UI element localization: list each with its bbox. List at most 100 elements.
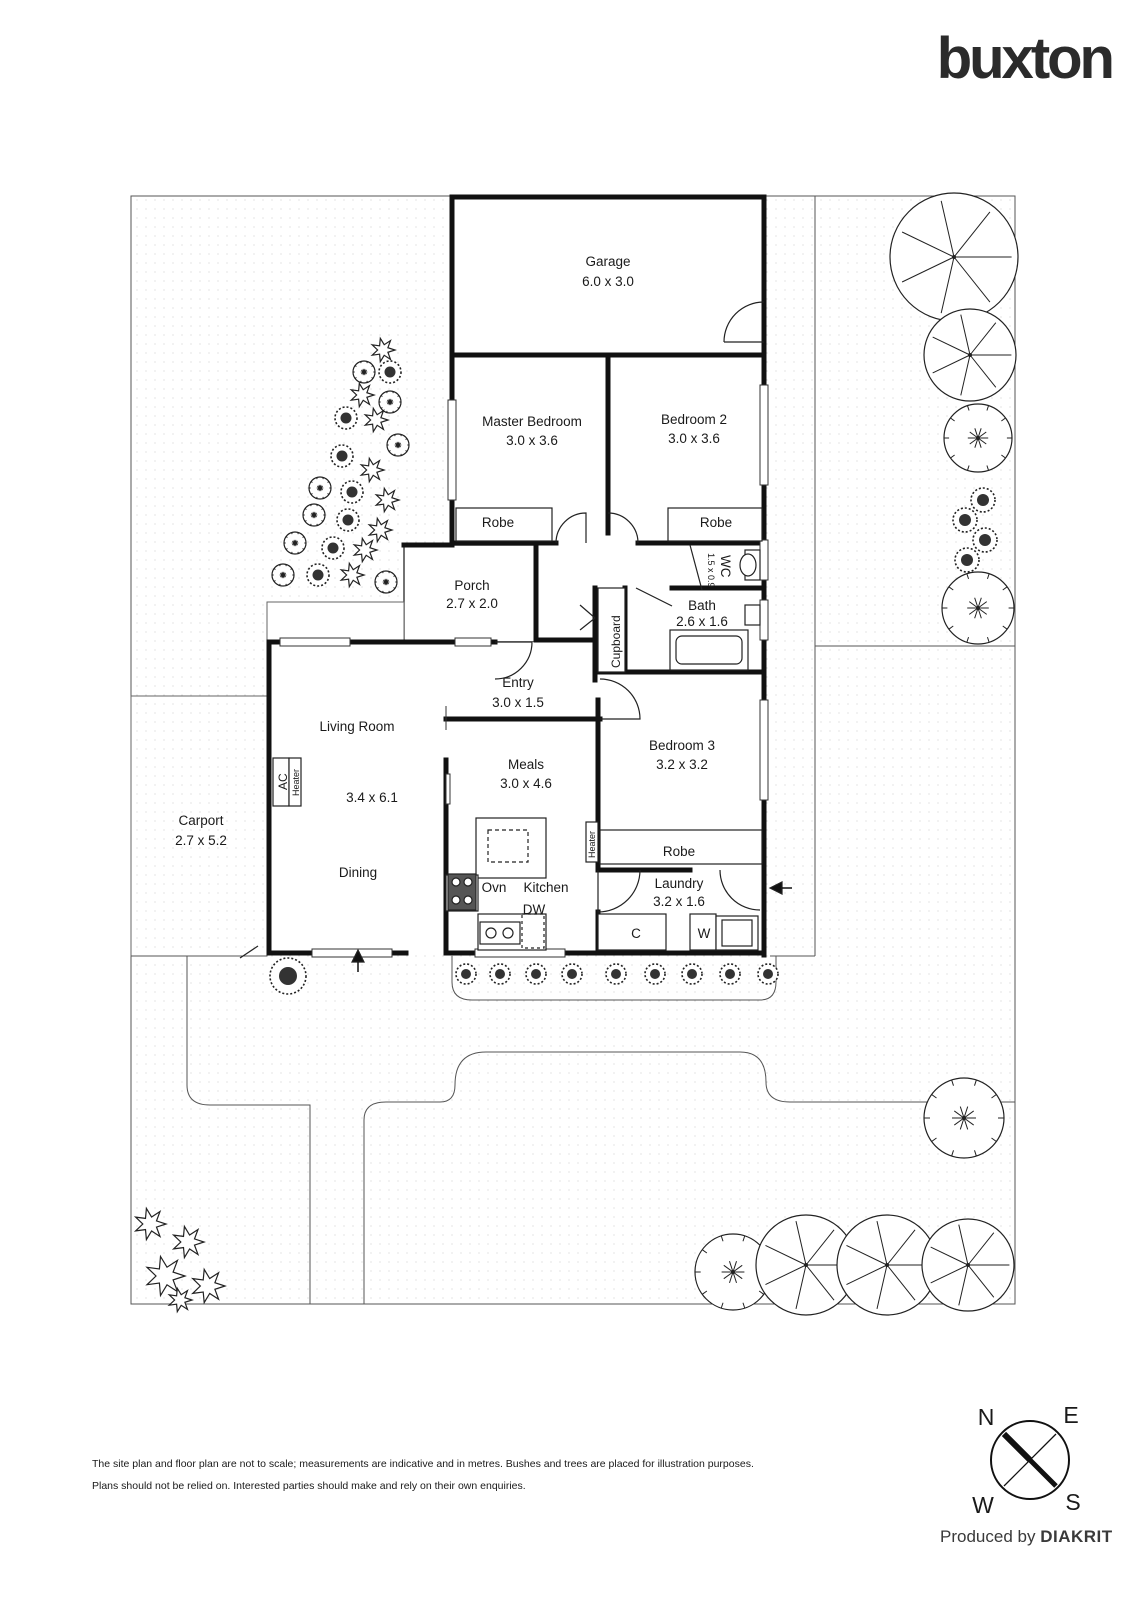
- bush-icon: [719, 963, 741, 985]
- tree-icon: [923, 1077, 1005, 1159]
- master-robe-label: Robe: [482, 515, 514, 530]
- bedroom3-robe-label: Robe: [663, 844, 695, 859]
- porch-dims: 2.7 x 2.0: [446, 596, 498, 611]
- tree-icon: [755, 1214, 857, 1316]
- entry-label: Entry: [502, 675, 534, 690]
- garage-label: Garage: [585, 254, 630, 269]
- entry-dims: 3.0 x 1.5: [492, 695, 544, 710]
- landscape: [133, 192, 1019, 1316]
- tree-icon: [283, 531, 307, 555]
- garage-dims: 6.0 x 3.0: [582, 274, 634, 289]
- producer-name: DIAKRIT: [1040, 1527, 1113, 1546]
- tree-icon: [694, 1233, 772, 1311]
- tree-icon: [378, 390, 402, 414]
- plant-icon: [339, 561, 366, 589]
- walls: [266, 194, 767, 958]
- cupboard-label: Cupboard: [609, 615, 623, 668]
- bush-icon: [972, 527, 998, 553]
- meals-label: Meals: [508, 757, 544, 772]
- bush-icon: [681, 963, 703, 985]
- compass-s: S: [1065, 1489, 1080, 1515]
- bush-icon: [455, 963, 477, 985]
- dishwasher-label: DW: [523, 902, 546, 917]
- plant-icon: [363, 406, 390, 434]
- ac-label: AC: [276, 773, 290, 790]
- laundry-c-label: C: [631, 926, 641, 941]
- bush-icon: [561, 963, 583, 985]
- plant-icon: [374, 486, 401, 514]
- wc-label: WC: [718, 555, 733, 578]
- bush-icon: [644, 963, 666, 985]
- bush-icon: [306, 563, 330, 587]
- laundry-dims: 3.2 x 1.6: [653, 894, 705, 909]
- tree-icon: [352, 360, 376, 384]
- tree-icon: [302, 503, 326, 527]
- dining-label: Dining: [339, 865, 377, 880]
- meals-dims: 3.0 x 4.6: [500, 776, 552, 791]
- compass: N E S W: [972, 1402, 1081, 1518]
- bush-icon: [757, 963, 779, 985]
- tree-icon: [943, 403, 1013, 473]
- plant-icon: [167, 1286, 194, 1314]
- plant-icon: [370, 336, 397, 364]
- bush-icon: [952, 507, 978, 533]
- kitchen-label: Kitchen: [523, 880, 568, 895]
- bath-dims: 2.6 x 1.6: [676, 614, 728, 629]
- living-room-label: Living Room: [319, 719, 394, 734]
- bedroom2-label: Bedroom 2: [661, 412, 727, 427]
- carport-label: Carport: [178, 813, 223, 828]
- windows: [279, 384, 769, 958]
- bedroom3-heater-label: Heater: [587, 831, 597, 858]
- disclaimer-line-2: Plans should not be relied on. Intereste…: [92, 1480, 526, 1492]
- tree-icon: [836, 1214, 938, 1316]
- produced-by-label: Produced by: [940, 1527, 1036, 1546]
- carport-dims: 2.7 x 5.2: [175, 833, 227, 848]
- room-labels: Garage 6.0 x 3.0 Master Bedroom 3.0 x 3.…: [175, 254, 733, 941]
- bedroom2-dims: 3.0 x 3.6: [668, 431, 720, 446]
- bedroom3-label: Bedroom 3: [649, 738, 715, 753]
- bush-icon: [525, 963, 547, 985]
- plant-icon: [190, 1267, 227, 1305]
- plant-icon: [349, 381, 376, 409]
- bush-icon: [378, 360, 402, 384]
- plant-icon: [352, 536, 379, 564]
- laundry-w-label: W: [698, 926, 711, 941]
- disclaimer-line-1: The site plan and floor plan are not to …: [92, 1458, 754, 1470]
- bedroom2-robe-label: Robe: [700, 515, 732, 530]
- compass-w: W: [972, 1492, 994, 1518]
- tree-icon: [941, 571, 1015, 645]
- plant-icon: [171, 1224, 206, 1260]
- tree-icon: [923, 308, 1017, 402]
- bush-icon: [334, 406, 358, 430]
- master-bedroom-label: Master Bedroom: [482, 414, 582, 429]
- bedroom3-dims: 3.2 x 3.2: [656, 757, 708, 772]
- bush-icon: [605, 963, 627, 985]
- compass-e: E: [1063, 1402, 1078, 1428]
- produced-by-credit: Produced by DIAKRIT: [940, 1527, 1113, 1547]
- plant-icon: [359, 456, 386, 484]
- plant-icon: [145, 1254, 187, 1298]
- tree-icon: [889, 192, 1019, 322]
- bush-icon: [321, 536, 345, 560]
- tree-icon: [308, 476, 332, 500]
- living-room-dims: 3.4 x 6.1: [346, 790, 398, 805]
- living-heater-label: Heater: [291, 769, 301, 796]
- plant-icon: [367, 516, 394, 544]
- tree-icon: [374, 570, 398, 594]
- porch-label: Porch: [454, 578, 489, 593]
- tree-icon: [921, 1218, 1015, 1312]
- bush-icon: [330, 444, 354, 468]
- bush-icon: [954, 547, 980, 573]
- master-bedroom-dims: 3.0 x 3.6: [506, 433, 558, 448]
- bush-icon: [970, 487, 996, 513]
- brand-logo: buxton: [937, 26, 1112, 91]
- bush-icon: [489, 963, 511, 985]
- tree-icon: [271, 563, 295, 587]
- wc-dims: 1.5 x 0.9: [706, 553, 716, 588]
- oven-label: Ovn: [482, 880, 507, 895]
- bush-icon: [269, 957, 307, 995]
- laundry-label: Laundry: [655, 876, 704, 891]
- tree-icon: [386, 433, 410, 457]
- bath-label: Bath: [688, 598, 716, 613]
